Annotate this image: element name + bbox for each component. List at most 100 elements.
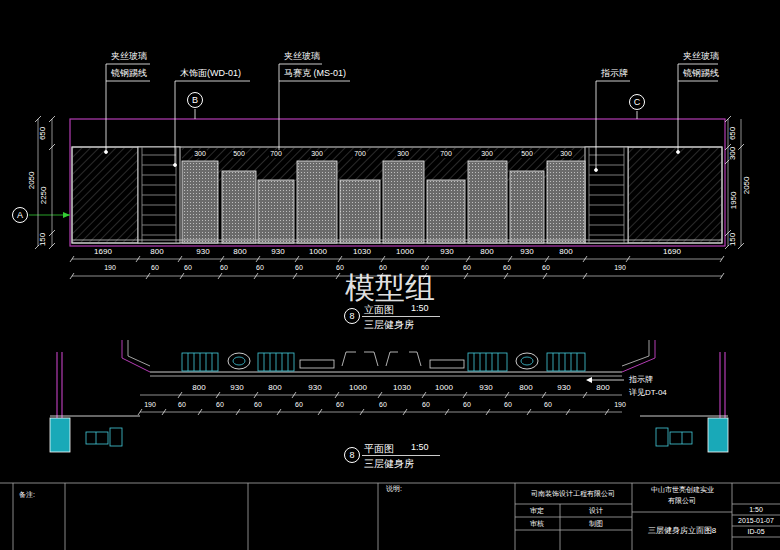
dimension: 60 [215,401,225,409]
dimension: 1030 [352,248,372,257]
polyline-shape [622,340,649,366]
g-shape [182,353,585,371]
rect-shape [427,180,465,243]
line-shape [596,81,597,170]
line-shape [589,175,624,176]
line-shape [515,517,632,518]
drawing-title: 三层健身房 [363,458,415,469]
polygon-shape [586,377,592,383]
line-shape [732,483,733,550]
rect-shape [585,147,628,243]
line-shape [56,352,57,418]
rect-shape [547,353,585,371]
line-shape [282,353,283,371]
line-shape [150,376,622,377]
rect-shape [510,171,544,243]
line-shape [288,353,289,371]
line-shape [543,273,547,279]
dimension: 60 [219,264,229,272]
line-shape [72,240,722,241]
dimension: 60 [543,401,553,409]
line-shape [466,256,470,262]
line-shape [732,526,780,527]
dimension: 190 [143,401,157,409]
line-shape [422,392,426,398]
line-shape [140,395,622,396]
line-shape [13,483,14,550]
line-shape [588,380,624,381]
section-marker: 8 [344,308,360,324]
dimension: 500 [232,150,246,158]
line-shape [70,256,74,262]
callout-text: 详见DT-04 [628,389,668,398]
line-shape [720,273,724,279]
line-shape [142,195,176,196]
line-shape [142,185,176,186]
elevation [70,119,725,246]
line-shape [508,256,512,262]
line-shape [464,273,468,279]
line-shape [216,392,220,398]
line-shape [206,353,207,371]
polyline-shape [364,352,378,366]
line-shape [560,504,561,550]
dimension: 800 [558,248,573,257]
line-shape [254,273,258,279]
line-shape [626,256,630,262]
line-shape [403,409,407,415]
line-shape [589,225,624,226]
leader-lines [29,64,718,218]
line-shape [566,409,570,415]
dimension: 2050 [743,175,752,195]
line-shape [637,111,638,119]
line-shape [146,273,150,279]
rect-shape [656,428,668,446]
g-shape [182,161,585,243]
title-block [0,483,780,550]
line-shape [248,483,249,550]
rect-shape [670,432,692,444]
title-underlines [362,317,440,456]
line-shape [682,432,683,444]
dimension: 300 [310,150,324,158]
table-cell: 司南装饰设计工程有限公司 [530,490,616,498]
dimension: 60 [421,401,431,409]
line-shape [486,353,487,371]
rect-shape [430,360,464,368]
rect-shape [468,353,507,371]
line-shape [142,235,176,236]
line-shape [136,256,140,262]
line-shape [362,316,440,317]
polyline-shape [386,352,398,366]
line-shape [0,483,780,484]
rect-shape [72,147,138,243]
rect-shape [258,353,294,371]
line-shape [583,256,587,262]
line-shape [96,432,97,444]
rect-shape [297,161,337,243]
line-shape [106,64,107,152]
line-shape [142,225,176,226]
table-cell: 审核 [529,520,545,528]
line-shape [515,530,632,531]
line-shape [65,483,66,550]
line-shape [381,256,385,262]
dimension: 60 [462,264,472,272]
callout-text: 夹丝玻璃 [682,52,720,62]
drawing-title: 平面图 [363,443,395,454]
dimension: 1000 [348,384,368,393]
dimension: 800 [518,384,533,393]
dimension: 650 [730,125,739,140]
line-shape [188,353,189,371]
g-shape [35,116,744,249]
line-shape [178,256,182,262]
line-shape [162,409,166,415]
rect-shape [300,360,334,368]
line-shape [378,483,379,550]
dimension: 60 [462,401,472,409]
dimension: 1030 [392,384,412,393]
dimension: 190 [613,401,627,409]
dimension: 930 [478,384,493,393]
callout-text: 马赛克 (MS-01) [283,69,347,79]
line-shape [463,392,467,398]
